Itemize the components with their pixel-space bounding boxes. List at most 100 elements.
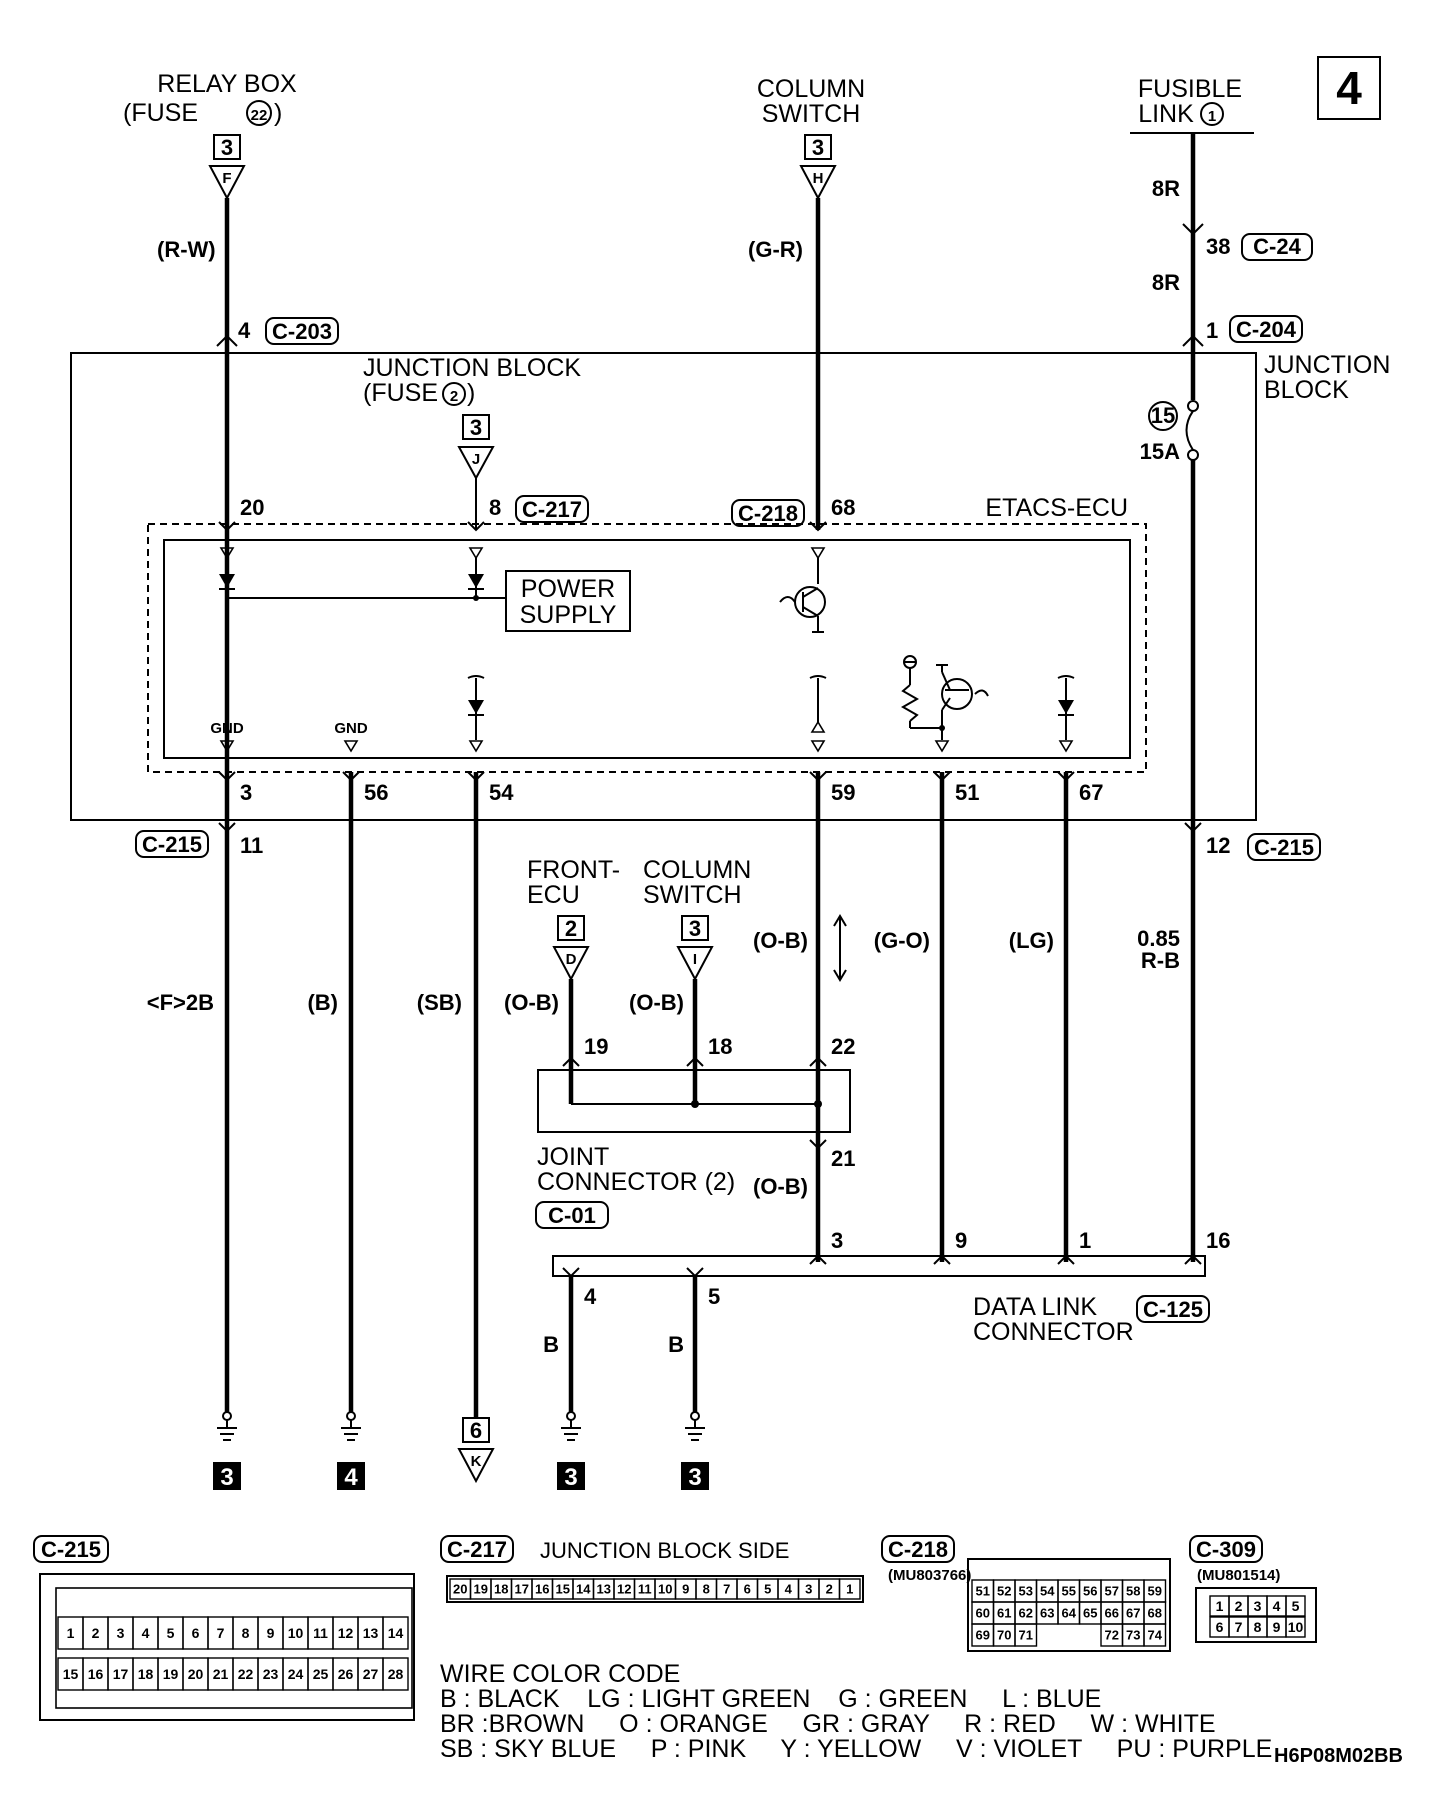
c217-pin-14: 14 xyxy=(576,1582,591,1597)
c217-pin-2: 2 xyxy=(826,1582,833,1597)
diode-20-icon xyxy=(219,574,235,588)
jb-inner-label-1: JUNCTION BLOCK xyxy=(363,354,581,382)
c309-view-outline xyxy=(1195,1587,1317,1643)
c215-pin-1: 1 xyxy=(67,1625,75,1641)
c218-pin-59: 59 xyxy=(1148,1584,1162,1599)
pin8-terminal xyxy=(468,547,484,560)
c217-pin-4: 4 xyxy=(785,1582,793,1597)
c215-pin-13: 13 xyxy=(363,1625,379,1641)
c215-pin-16: 16 xyxy=(88,1666,104,1682)
relay-box-ref-num: 3 xyxy=(221,135,233,160)
c24-pin: 38 xyxy=(1206,234,1230,259)
dlc-pin1-arrow xyxy=(1057,1254,1075,1265)
c217-pin-3: 3 xyxy=(805,1582,812,1597)
ground-ref-2: 4 xyxy=(344,1464,358,1491)
joint-connector-label-2: CONNECTOR (2) xyxy=(537,1168,735,1196)
c309-view-part: (MU801514) xyxy=(1197,1567,1280,1584)
wire-label-085: 0.85 xyxy=(1137,926,1180,951)
c218-pin-51: 51 xyxy=(976,1584,990,1599)
c218-view-outline xyxy=(967,1558,1171,1652)
pin68-terminal xyxy=(810,547,826,560)
fuse-15-gap xyxy=(1185,400,1201,460)
joint-connector-label-1: JOINT xyxy=(537,1143,609,1171)
column-switch2-ref-num: 3 xyxy=(689,916,701,941)
c218-pin-65: 65 xyxy=(1083,1606,1097,1621)
jc-pin21-arrow xyxy=(809,1139,827,1150)
pin59-up-terminal xyxy=(810,720,826,733)
c203-tag xyxy=(265,317,339,345)
c217-pin-9: 9 xyxy=(682,1582,689,1597)
c217-pin-15: 15 xyxy=(556,1582,570,1597)
c218-pin-68: 68 xyxy=(1148,1606,1162,1621)
dlc-pin3-arrow xyxy=(809,1254,827,1265)
fuse-15-element xyxy=(1185,410,1194,451)
c218-pin-53: 53 xyxy=(1019,1584,1033,1599)
pin59-terminal xyxy=(810,740,826,753)
c217-view-outline xyxy=(446,1575,864,1603)
pin56-terminal xyxy=(343,740,359,753)
c215-pin-20: 20 xyxy=(188,1666,204,1682)
c217-pin-19: 19 xyxy=(474,1582,488,1597)
c215-pin-11: 11 xyxy=(240,833,263,858)
c203-arrow xyxy=(216,334,238,347)
dlc-pin16-arrow xyxy=(1184,1254,1202,1265)
etacs-pin-3: 3 xyxy=(240,780,252,805)
c215-view-inner xyxy=(55,1587,413,1709)
junction-block-label-1: JUNCTION xyxy=(1264,351,1390,379)
c218-pin-66: 66 xyxy=(1105,1606,1119,1621)
c215-pin-18: 18 xyxy=(138,1666,154,1682)
pin3-terminal xyxy=(219,740,235,753)
etacs-pin-51: 51 xyxy=(955,780,979,805)
relay-box-ref-box xyxy=(213,134,241,160)
front-ecu-ref-box xyxy=(557,915,585,941)
c215-pin-4: 4 xyxy=(142,1625,150,1641)
pin51-signal xyxy=(974,689,989,697)
c215-pin-2: 2 xyxy=(92,1625,100,1641)
c01-label: C-01 xyxy=(548,1203,596,1228)
c215-pin-3: 3 xyxy=(117,1625,125,1641)
jb-inner-ref-triangle xyxy=(457,446,495,481)
pin68-arrow xyxy=(809,521,827,532)
fusible-link-label-2: LINK xyxy=(1138,100,1194,128)
wire-label-ob-59: (O-B) xyxy=(753,928,808,953)
pin51-transistor-emitter xyxy=(941,697,951,711)
column-switch-label-1: COLUMN xyxy=(757,75,865,103)
c309-pin-8: 8 xyxy=(1254,1619,1262,1635)
dlc-pin-3: 3 xyxy=(831,1228,843,1253)
conn-c24-arrow xyxy=(1182,223,1204,236)
diagram-code: H6P08M02BB xyxy=(1274,1745,1403,1767)
column-switch2-ref-box xyxy=(681,915,709,941)
c217-view-tag xyxy=(440,1535,514,1563)
relay-box-close: ) xyxy=(274,99,282,127)
c217-pin-7: 7 xyxy=(723,1582,730,1597)
fuse-22-circle xyxy=(246,100,272,126)
fuse-2-circle xyxy=(442,382,466,406)
ground-symbol-4 xyxy=(685,1411,705,1441)
etacs-pin-20: 20 xyxy=(240,495,264,520)
relay-box-label: RELAY BOX xyxy=(157,70,297,98)
dlc-pin-4: 4 xyxy=(584,1284,597,1309)
c215-pin-25: 25 xyxy=(313,1666,329,1682)
etacs-pin-59: 59 xyxy=(831,780,855,805)
pin59-signal xyxy=(809,675,827,679)
c215-view-outline xyxy=(39,1573,415,1721)
wire-label-f2b: <F>2B xyxy=(147,990,214,1015)
dlc-pin-1: 1 xyxy=(1079,1228,1091,1253)
c309-pin-4: 4 xyxy=(1273,1598,1281,1614)
wire-label-g-r: (G-R) xyxy=(748,237,803,262)
column-switch2-label-2: SWITCH xyxy=(643,881,742,909)
ground-symbol-2 xyxy=(341,1411,361,1441)
wire-label-ob-21: (O-B) xyxy=(753,1174,808,1199)
pin59-arrow xyxy=(809,771,827,782)
c215-view-label: C-215 xyxy=(41,1537,101,1562)
c125-label: C-125 xyxy=(1143,1297,1203,1322)
column-switch-ref-letter: H xyxy=(813,170,824,187)
c204-label: C-204 xyxy=(1236,317,1297,342)
etacs-ecu-dashed-outline xyxy=(147,523,1147,773)
c203-label: C-203 xyxy=(272,319,332,344)
c217-label: C-217 xyxy=(522,497,582,522)
jc-pin-21: 21 xyxy=(831,1146,855,1171)
